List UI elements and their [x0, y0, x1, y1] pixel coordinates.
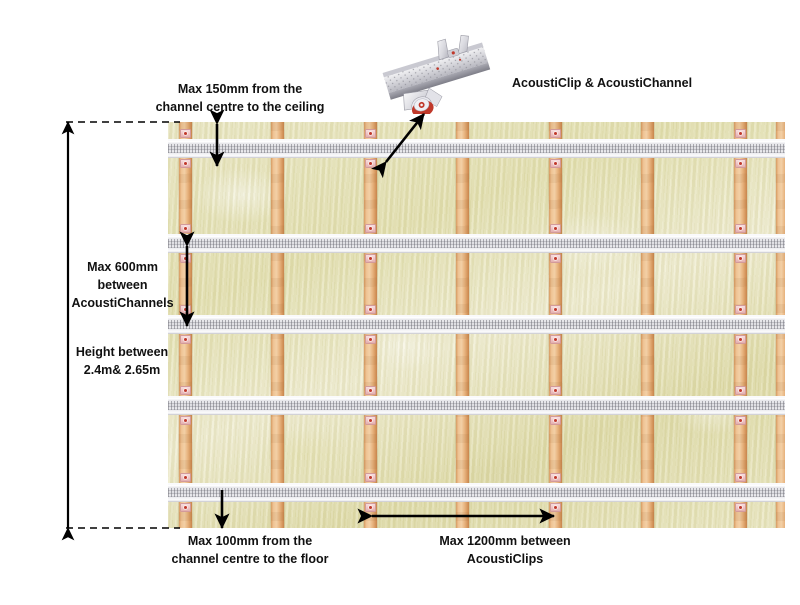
acousti-clip — [365, 224, 376, 233]
acousti-clip — [180, 416, 191, 425]
acousti-clip — [550, 473, 561, 482]
acousti-clip — [550, 305, 561, 314]
acousti-clip — [550, 503, 561, 512]
acousti-clip — [550, 416, 561, 425]
product-title-label: AcoustiClip & AcoustiChannel — [512, 76, 693, 90]
acousti-clip — [735, 335, 746, 344]
acousti-clip — [735, 416, 746, 425]
acousti-clip — [365, 254, 376, 263]
acousti-clip — [365, 305, 376, 314]
acousti-clip — [365, 335, 376, 344]
acousti-clip — [180, 503, 191, 512]
acousti-clip — [365, 159, 376, 168]
acousti-clip — [550, 129, 561, 138]
acousti-clip — [365, 129, 376, 138]
acousti-clip — [550, 254, 561, 263]
acousti-clip — [180, 473, 191, 482]
acousti-clip — [365, 503, 376, 512]
acousti-clip — [735, 473, 746, 482]
wall-height-label: Height between 2.4m& 2.65m — [75, 345, 169, 378]
acousti-channel — [168, 483, 785, 502]
acousti-clip — [365, 386, 376, 395]
acousti-clip — [550, 335, 561, 344]
acousti-channel — [168, 234, 785, 253]
acousti-clip — [365, 416, 376, 425]
acousti-clip — [180, 159, 191, 168]
channel-spacing-label: Max 600mm between AcoustiChannels — [71, 260, 174, 311]
acousti-clip — [180, 335, 191, 344]
acousti-clip — [735, 254, 746, 263]
acousti-clip — [365, 473, 376, 482]
floor-offset-label: Max 100mm from the channel centre to the… — [171, 534, 329, 567]
wall-assembly — [168, 122, 785, 528]
acousti-clip — [550, 386, 561, 395]
product-photo-acousticlip-channel — [382, 35, 491, 114]
acousti-clip — [180, 386, 191, 395]
acousti-clip — [180, 224, 191, 233]
acousti-clip — [735, 159, 746, 168]
acousti-clip — [735, 305, 746, 314]
clip-spacing-label: Max 1200mm between AcoustiClips — [439, 534, 571, 567]
acousti-clip — [735, 224, 746, 233]
acousti-channel — [168, 315, 785, 334]
acousti-clip — [180, 129, 191, 138]
acousti-clip — [735, 386, 746, 395]
ceiling-offset-label: Max 150mm from the channel centre to the… — [155, 82, 325, 115]
acousti-channel — [168, 139, 785, 158]
acousti-clip — [735, 503, 746, 512]
acousti-channel — [168, 396, 785, 415]
acousti-clip — [550, 224, 561, 233]
acousti-clip — [550, 159, 561, 168]
acousti-clip — [735, 129, 746, 138]
